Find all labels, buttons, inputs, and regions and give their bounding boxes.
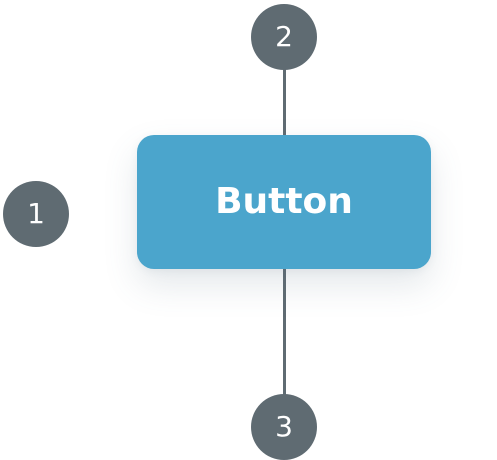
annotation-marker-2: 2 [251,4,317,70]
connector-line-top [283,60,286,138]
connector-line-bottom [283,258,286,404]
annotation-marker-3: 3 [251,394,317,460]
demo-button[interactable]: Button [137,135,431,269]
annotation-marker-1: 1 [3,181,69,247]
